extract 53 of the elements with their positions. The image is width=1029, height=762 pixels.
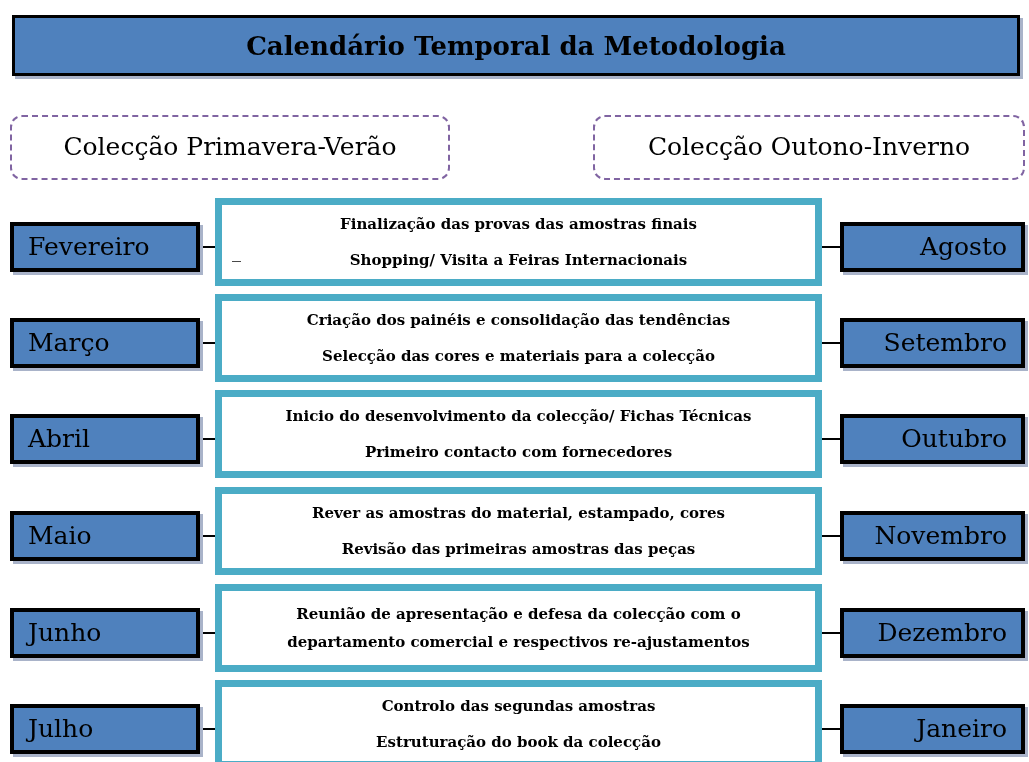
month-box (10, 511, 200, 561)
connector-line (821, 535, 841, 537)
collection-box (593, 115, 1025, 180)
month-label: Julho (28, 714, 94, 744)
task-box (215, 390, 822, 478)
month-label: Setembro (883, 328, 1007, 358)
month-box (840, 318, 1025, 368)
month-box (840, 414, 1025, 464)
month-box (840, 222, 1025, 272)
task-text: Revisão das primeiras amostras das peças (341, 539, 696, 560)
month-label: Fevereiro (28, 232, 150, 262)
month-label: Dezembro (877, 618, 1007, 648)
connector-line (821, 728, 841, 730)
month-box (10, 318, 200, 368)
task-text: Controlo das segundas amostras (381, 695, 656, 717)
collection-label: Colecção Outono-Inverno (647, 133, 971, 162)
month-label: Abril (28, 424, 90, 454)
month-box (10, 704, 200, 754)
task-text: Finalização das provas das amostras finais (340, 213, 697, 235)
task-text: Rever as amostras do material, estampado, cores (312, 502, 725, 524)
task-text: Estruturação do book da colecção (376, 732, 661, 753)
task-text: Selecção das cores e materiais para a colecção (322, 346, 715, 367)
task-box (215, 584, 822, 672)
month-label: Agosto (919, 232, 1007, 262)
stray-mark: _ (232, 240, 241, 261)
month-label: Junho (28, 618, 102, 648)
task-text: Shopping/ Visita a Feiras Internacionais (349, 250, 688, 271)
month-label: Maio (28, 521, 92, 551)
connector-line (821, 246, 841, 248)
month-box (10, 414, 200, 464)
connector-line (821, 632, 841, 634)
connector-line (821, 438, 841, 440)
connector-line (821, 342, 841, 344)
month-box (840, 704, 1025, 754)
month-label: Outubro (901, 424, 1007, 454)
title-banner: Calendário Temporal da Metodologia (12, 15, 1020, 76)
task-box (215, 680, 822, 762)
task-text: Primeiro contacto com fornecedores (364, 442, 673, 463)
month-box (10, 222, 200, 272)
month-label: Janeiro (916, 714, 1007, 744)
task-box (215, 487, 822, 575)
month-box (840, 511, 1025, 561)
month-box (10, 608, 200, 658)
month-label: Março (28, 328, 110, 358)
month-label: Novembro (874, 521, 1007, 551)
collection-box (10, 115, 450, 180)
task-text: Reunião de apresentação e defesa da colecção com o departamento comercial e respectivos re-ajustamentos (286, 603, 751, 653)
task-box (215, 198, 822, 286)
task-text: Inicio do desenvolvimento da colecção/ Fichas Técnicas (285, 405, 752, 427)
task-box (215, 294, 822, 382)
month-box (840, 608, 1025, 658)
task-text: Criação dos painéis e consolidação das tendências (306, 309, 731, 331)
collection-label: Colecção Primavera-Verão (63, 133, 397, 162)
